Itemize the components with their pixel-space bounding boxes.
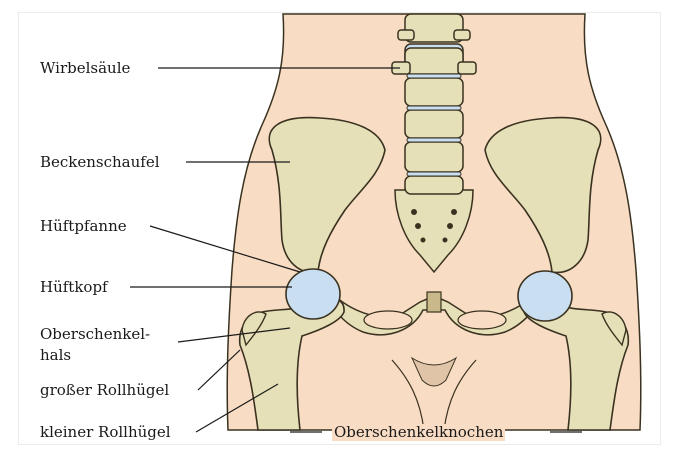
label-femoral-neck-line1: Oberschenkel- bbox=[40, 326, 150, 343]
label-femur: Oberschenkelknochen bbox=[332, 424, 505, 441]
right-obturator bbox=[458, 311, 506, 329]
label-lesser-trochanter: kleiner Rollhügel bbox=[40, 424, 171, 441]
label-greater-trochanter: großer Rollhügel bbox=[40, 382, 169, 399]
label-iliac-wing: Beckenschaufel bbox=[40, 154, 160, 171]
label-acetabulum: Hüftpfanne bbox=[40, 218, 127, 235]
label-femoral-neck-line2: hals bbox=[40, 347, 71, 364]
label-femoral-head: Hüftkopf bbox=[40, 279, 108, 296]
left-femoral-head bbox=[286, 269, 340, 319]
left-obturator bbox=[364, 311, 412, 329]
pubic-symphysis bbox=[427, 292, 441, 312]
right-femoral-head bbox=[518, 271, 572, 321]
label-spine: Wirbelsäule bbox=[40, 60, 130, 77]
